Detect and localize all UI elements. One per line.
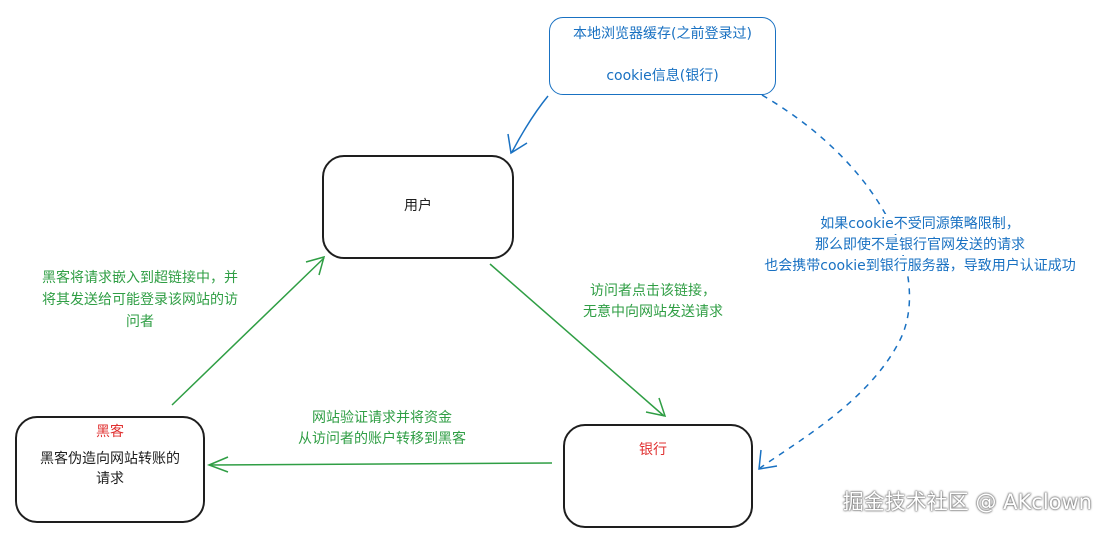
arrow-user-to-bank (489, 263, 665, 417)
annotation-hacker-to-user-line3: 问者 (126, 314, 154, 330)
arrowhead-user-to-bank (645, 397, 667, 418)
annotation-bank-to-hacker-line2: 从访问者的账户转移到黑客 (298, 431, 466, 447)
browser-cache-cookie: cookie信息(银行) (606, 68, 719, 84)
hacker-node (15, 416, 205, 523)
hacker-title: 黑客 (96, 424, 124, 440)
hacker-desc-line2: 请求 (96, 471, 124, 487)
annotation-bank-to-hacker-line1: 网站验证请求并将资金 (312, 410, 452, 426)
bank-label: 银行 (639, 442, 667, 458)
annotation-user-to-bank-line1: 访问者点击该链接， (590, 283, 716, 299)
annotation-cookie-note-line2: 那么即使不是银行官网发送的请求 (735, 235, 1105, 255)
hacker-desc-line1: 黑客伪造向网站转账的 (40, 451, 180, 467)
annotation-cookie-note-line1: 如果cookie不受同源策略限制， (735, 214, 1105, 234)
arrowhead-bank-to-hacker (206, 456, 229, 473)
annotation-hacker-to-user-line2: 将其发送给可能登录该网站的访 (42, 292, 238, 308)
browser-cache-title: 本地浏览器缓存(之前登录过) (573, 26, 752, 42)
browser-cache-node (549, 17, 776, 95)
user-node (322, 155, 514, 259)
annotation-hacker-to-user-line1: 黑客将请求嵌入到超链接中，并 (42, 270, 238, 286)
arrow-cache-to-bank (759, 94, 911, 469)
watermark-text: 掘金技术社区 @ AKclown (842, 490, 1092, 514)
annotation-user-to-bank-line2: 无意中向网站发送请求 (583, 304, 723, 320)
arrow-hacker-to-user (171, 257, 325, 406)
arrow-cache-to-user (511, 95, 549, 153)
annotation-cookie-note-line3: 也会携带cookie到银行服务器，导致用户认证成功 (735, 256, 1105, 276)
arrowhead-cache-to-bank (758, 449, 778, 470)
bank-node (563, 424, 753, 528)
user-label: 用户 (404, 198, 432, 214)
arrowhead-cache-to-user (507, 133, 528, 155)
arrow-bank-to-hacker (209, 462, 553, 466)
arrowhead-hacker-to-user (305, 255, 326, 276)
